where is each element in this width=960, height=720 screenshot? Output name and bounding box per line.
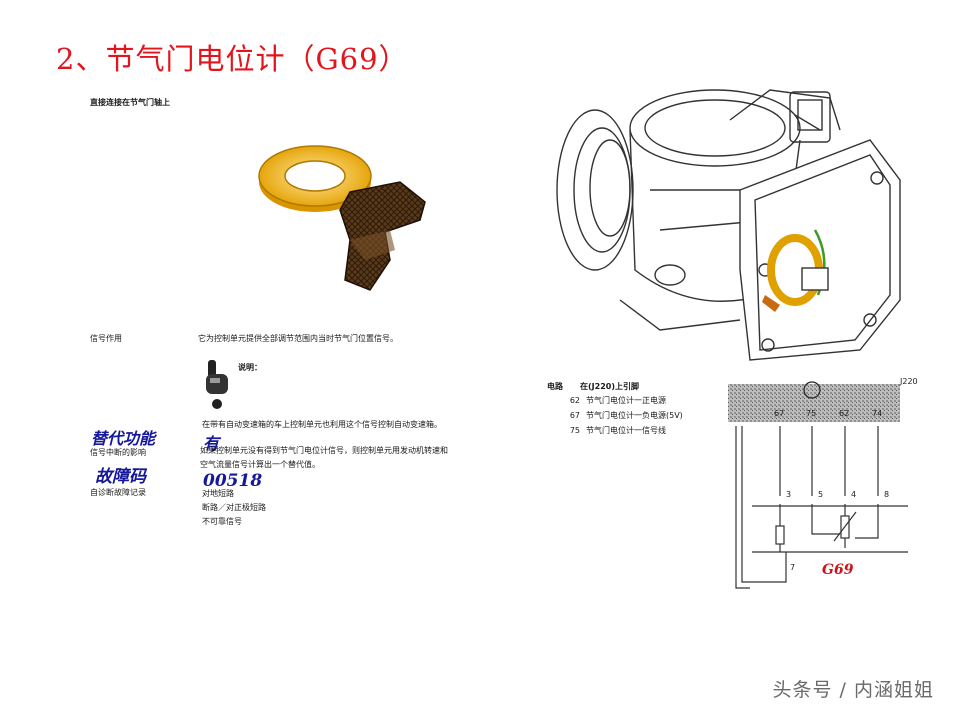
pin-description: 节气门电位计一正电源 xyxy=(586,396,666,405)
ecu-pin: 62 xyxy=(839,409,849,418)
pointing-hand-icon xyxy=(206,360,228,409)
ecu-pin: 75 xyxy=(806,409,816,418)
ecu-block xyxy=(728,384,900,422)
top-label: 直接连接在节气门轴上 xyxy=(90,98,170,107)
pin-row: 67 节气门电位计一负电源(5V) xyxy=(558,408,683,423)
watermark: 头条号 / 内涵姐姐 xyxy=(772,679,934,701)
handwritten-fault-code: 故障码 xyxy=(95,467,146,487)
circuit-heading: 在(J220)上引脚 xyxy=(580,382,639,391)
handwritten-substitute-function: 替代功能 xyxy=(91,429,156,448)
pin-number: 62 xyxy=(569,396,580,405)
signal-function-label: 信号作用 xyxy=(90,334,122,343)
pin-list: 62 节气门电位计一正电源 67 节气门电位计一负电源(5V) 75 节气门电位计一信… xyxy=(558,393,683,438)
pin-description: 节气门电位计一信号线 xyxy=(586,426,666,435)
connector-pin: 8 xyxy=(884,490,889,499)
connector-pin: 4 xyxy=(851,490,856,499)
connector-pin: 3 xyxy=(786,490,791,499)
potentiometer-illustration xyxy=(258,145,426,291)
note-label: 说明： xyxy=(238,363,262,372)
pin-row: 75 节气门电位计一信号线 xyxy=(558,423,683,438)
circuit-label: 电路 xyxy=(547,382,563,391)
throttle-body-illustration xyxy=(556,89,901,361)
circuit-diagram: J220 67 75 62 74 3 5 4 8 7 G69 xyxy=(728,377,918,589)
self-diagnosis-item: 不可靠信号 xyxy=(202,517,242,526)
failure-effect-label: 信号中断的影响 xyxy=(90,448,146,457)
pin-number: 67 xyxy=(569,411,580,420)
ecu-pin: 74 xyxy=(872,409,882,418)
signal-function-text: 它为控制单元提供全部调节范围内当时节气门位置信号。 xyxy=(198,334,398,343)
note-text: 在带有自动变速箱的车上控制单元也利用这个信号控制自动变速箱。 xyxy=(202,420,442,429)
page-title: 2、节气门电位计（G69） xyxy=(56,42,409,76)
component-label-g69: G69 xyxy=(822,562,854,578)
ecu-label: J220 xyxy=(899,377,918,386)
pin-row: 62 节气门电位计一正电源 xyxy=(558,393,683,408)
failure-effect-text-2: 空气流量信号计算出一个替代值。 xyxy=(200,460,320,469)
pin-description: 节气门电位计一负电源(5V) xyxy=(586,411,683,420)
self-diagnosis-item: 断路／对正极短路 xyxy=(202,503,266,512)
ground-pin: 7 xyxy=(790,563,795,572)
self-diagnosis-label: 自诊断故障记录 xyxy=(90,488,146,497)
self-diagnosis-item: 对地短路 xyxy=(202,489,234,498)
failure-effect-text-1: 如果控制单元没有得到节气门电位计信号，则控制单元用发动机转速和 xyxy=(200,446,448,455)
connector-pin: 5 xyxy=(818,490,823,499)
pin-number: 75 xyxy=(569,426,580,435)
handwritten-code-number: 00518 xyxy=(203,471,263,491)
ecu-pin: 67 xyxy=(774,409,784,418)
handwritten-yes: 有 xyxy=(203,434,220,453)
